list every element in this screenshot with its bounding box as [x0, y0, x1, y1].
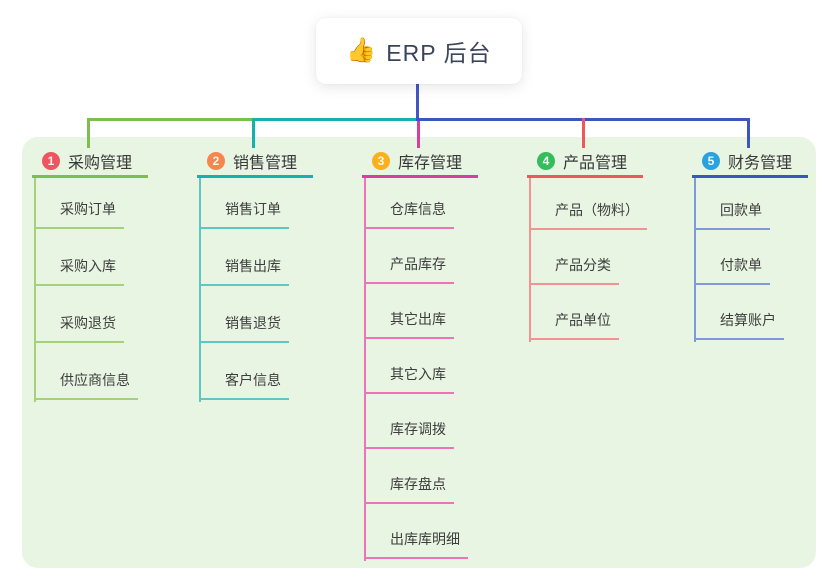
node-finance-child-2[interactable]: 付款单 — [694, 247, 770, 285]
branch-purchase-child-connector — [34, 176, 36, 402]
child-node-label: 结算账户 — [720, 312, 776, 328]
branch-finance-number-badge: 5 — [702, 152, 720, 170]
child-node-label: 客户信息 — [225, 372, 281, 388]
branch-inventory-number-badge: 3 — [372, 152, 390, 170]
child-node-label: 出库库明细 — [390, 531, 460, 547]
child-node-label: 采购入库 — [60, 258, 116, 274]
root-node[interactable]: 👍 ERP 后台 — [316, 18, 522, 84]
child-node-label: 产品单位 — [555, 312, 611, 328]
branch-inventory-label: 库存管理 — [398, 155, 463, 172]
branch-product-number-badge: 4 — [537, 152, 555, 170]
branch-sales-number-badge: 2 — [207, 152, 225, 170]
child-node-label: 其它入库 — [390, 366, 446, 382]
node-sales-child-2[interactable]: 销售出库 — [199, 248, 289, 286]
root-node-label: ERP 后台 — [386, 40, 492, 66]
branch-product-label: 产品管理 — [563, 155, 628, 172]
child-node-label: 其它出库 — [390, 311, 446, 327]
child-node-label: 销售退货 — [225, 315, 281, 331]
connector-line — [252, 118, 255, 148]
node-finance-child-1[interactable]: 回款单 — [694, 192, 770, 230]
node-purchase-child-2[interactable]: 采购入库 — [34, 248, 124, 286]
branch-finance-head[interactable]: 5 财务管理 — [692, 147, 808, 178]
branch-finance-child-connector — [694, 176, 696, 342]
connector-line — [252, 118, 417, 121]
child-node-label: 付款单 — [720, 257, 762, 273]
branch-sales-label: 销售管理 — [233, 155, 298, 172]
branch-inventory-head[interactable]: 3 库存管理 — [362, 147, 478, 178]
node-inventory-child-3[interactable]: 其它出库 — [364, 301, 454, 339]
child-node-label: 库存盘点 — [390, 476, 446, 492]
child-node-label: 仓库信息 — [390, 201, 446, 217]
branch-inventory-child-connector — [364, 176, 366, 561]
node-inventory-child-4[interactable]: 其它入库 — [364, 356, 454, 394]
node-finance-child-3[interactable]: 结算账户 — [694, 302, 784, 340]
node-purchase-child-4[interactable]: 供应商信息 — [34, 362, 138, 400]
child-node-label: 供应商信息 — [60, 372, 130, 388]
node-purchase-child-3[interactable]: 采购退货 — [34, 305, 124, 343]
child-node-label: 采购退货 — [60, 315, 116, 331]
child-node-label: 销售订单 — [225, 201, 281, 217]
branch-product-child-connector — [529, 176, 531, 342]
branches-panel — [22, 137, 816, 568]
child-node-label: 产品库存 — [390, 256, 446, 272]
node-sales-child-1[interactable]: 销售订单 — [199, 191, 289, 229]
node-purchase-child-1[interactable]: 采购订单 — [34, 191, 124, 229]
branch-product-head[interactable]: 4 产品管理 — [527, 147, 643, 178]
connector-line — [417, 121, 420, 148]
child-node-label: 回款单 — [720, 202, 762, 218]
node-inventory-child-5[interactable]: 库存调拨 — [364, 411, 454, 449]
branch-finance-label: 财务管理 — [728, 155, 793, 172]
child-node-label: 库存调拨 — [390, 421, 446, 437]
child-node-label: 产品（物料） — [555, 202, 639, 218]
node-sales-child-4[interactable]: 客户信息 — [199, 362, 289, 400]
branch-sales-head[interactable]: 2 销售管理 — [197, 147, 313, 178]
node-inventory-child-2[interactable]: 产品库存 — [364, 246, 454, 284]
branch-purchase-head[interactable]: 1 采购管理 — [32, 147, 148, 178]
child-node-label: 销售出库 — [225, 258, 281, 274]
node-product-child-3[interactable]: 产品单位 — [529, 302, 619, 340]
thumbs-up-icon: 👍 — [346, 37, 377, 64]
child-node-label: 采购订单 — [60, 201, 116, 217]
child-node-label: 产品分类 — [555, 257, 611, 273]
node-product-child-1[interactable]: 产品（物料） — [529, 192, 647, 230]
node-inventory-child-7[interactable]: 出库库明细 — [364, 521, 468, 559]
branch-purchase-label: 采购管理 — [68, 155, 133, 172]
connector-line — [87, 118, 252, 121]
connector-line — [747, 118, 750, 148]
node-product-child-2[interactable]: 产品分类 — [529, 247, 619, 285]
node-inventory-child-6[interactable]: 库存盘点 — [364, 466, 454, 504]
node-sales-child-3[interactable]: 销售退货 — [199, 305, 289, 343]
connector-line — [416, 84, 419, 121]
connector-line — [87, 118, 90, 148]
branch-purchase-number-badge: 1 — [42, 152, 60, 170]
connector-line — [582, 118, 585, 148]
node-inventory-child-1[interactable]: 仓库信息 — [364, 191, 454, 229]
branch-sales-child-connector — [199, 176, 201, 402]
